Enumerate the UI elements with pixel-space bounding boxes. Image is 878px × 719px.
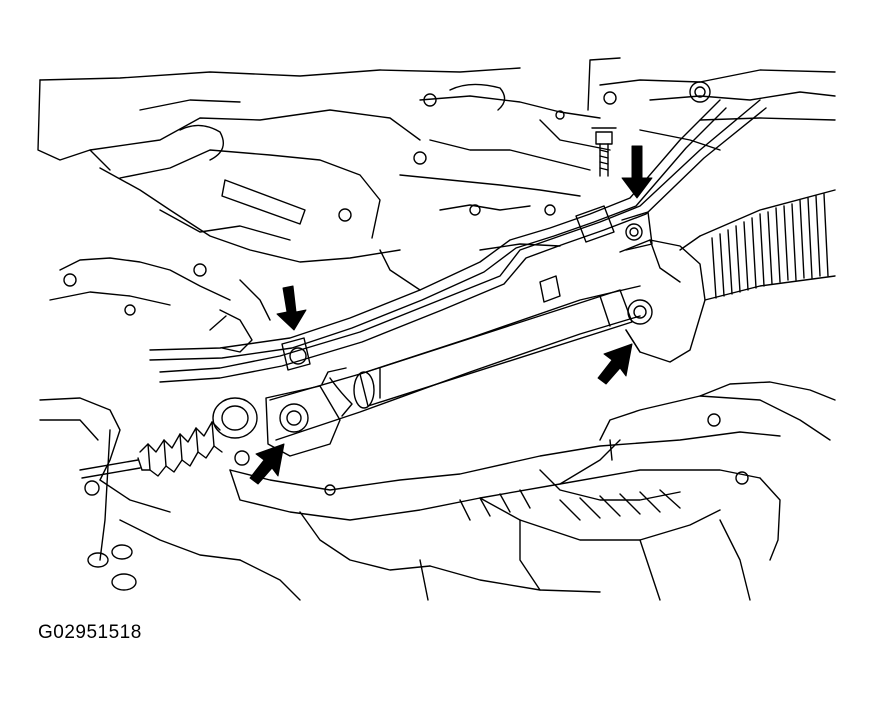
figure-code: G02951518 — [38, 622, 142, 643]
hydraulic-pipes — [149, 99, 767, 383]
diagram-drawing — [37, 57, 836, 601]
arrow-right-mount-bolt — [597, 343, 633, 385]
steering-rack-housing — [265, 235, 706, 457]
arrow-left-mount-bolt — [249, 443, 285, 485]
arrow-upper-right-bracket-bolt — [621, 145, 653, 199]
left-tie-rod — [79, 397, 258, 496]
callout-arrows — [249, 145, 653, 485]
right-boot — [699, 189, 836, 301]
engine-subframe-upper — [37, 57, 836, 321]
arrow-left-pipe-clamp — [276, 285, 307, 331]
crossmember-lower — [39, 381, 836, 601]
bracket-bolt — [591, 127, 617, 177]
